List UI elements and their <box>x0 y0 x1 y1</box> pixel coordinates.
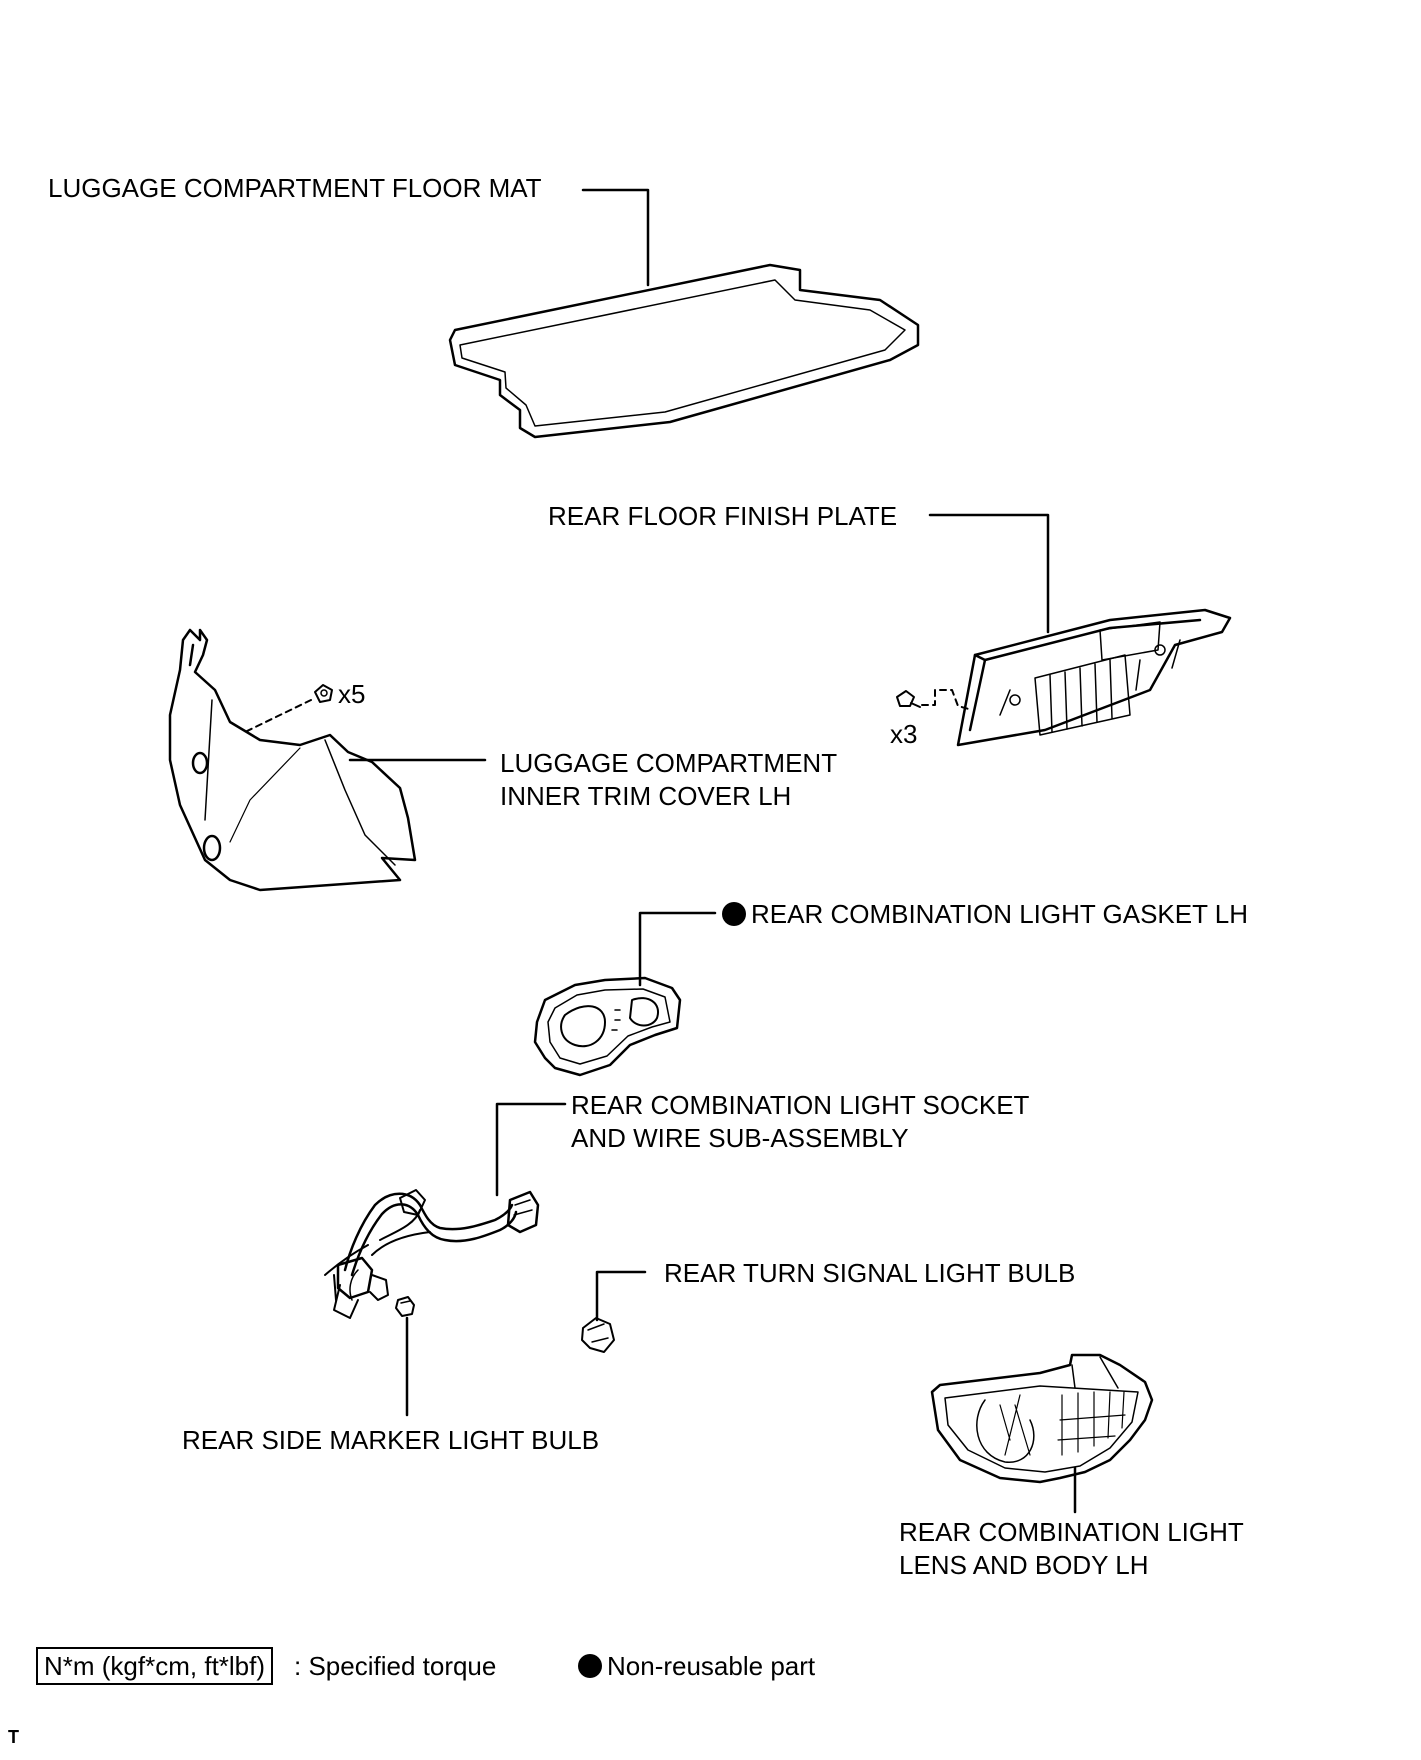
finish-plate-drawing <box>956 608 1232 747</box>
floor-mat-leader <box>581 188 650 287</box>
gasket-label-text: REAR COMBINATION LIGHT GASKET LH <box>751 899 1248 929</box>
socket-wire-label-line1: REAR COMBINATION LIGHT SOCKET <box>571 1090 1030 1120</box>
plate-clip-dash <box>921 689 973 711</box>
clip-icon <box>314 684 333 703</box>
socket-wire-leader <box>495 1102 567 1197</box>
gasket-label: REAR COMBINATION LIGHT GASKET LH <box>722 898 1248 931</box>
finish-plate-label: REAR FLOOR FINISH PLATE <box>548 501 898 531</box>
lens-body-label-line2: LENS AND BODY LH <box>899 1550 1149 1580</box>
non-reusable-dot-icon <box>722 902 746 926</box>
marker-bulb-drawing <box>395 1296 415 1317</box>
plate-clip-quantity: x3 <box>890 719 918 749</box>
marker-bulb-label: REAR SIDE MARKER LIGHT BULB <box>182 1425 600 1455</box>
trim-clip-quantity: x5 <box>338 679 366 709</box>
socket-wire-label-line2: AND WIRE SUB-ASSEMBLY <box>571 1123 909 1153</box>
clip-icon <box>896 690 921 708</box>
lens-body-label-line1: REAR COMBINATION LIGHT <box>899 1517 1244 1547</box>
gasket-drawing <box>533 976 682 1077</box>
gasket-leader <box>638 911 717 987</box>
torque-legend-text: : Specified torque <box>294 1651 497 1681</box>
floor-mat-drawing <box>448 263 920 439</box>
turn-bulb-drawing <box>581 1317 615 1353</box>
socket-wire-drawing <box>324 1189 540 1319</box>
lens-body-drawing <box>930 1353 1154 1484</box>
finish-plate-leader <box>928 513 1050 634</box>
trim-cover-label-line2: INNER TRIM COVER LH <box>500 781 792 811</box>
nonreusable-legend: Non-reusable part <box>578 1650 815 1683</box>
turn-bulb-label: REAR TURN SIGNAL LIGHT BULB <box>664 1258 1076 1288</box>
trim-cover-drawing <box>168 628 417 892</box>
turn-bulb-leader <box>595 1270 647 1322</box>
torque-legend-box: N*m (kgf*cm, ft*lbf) <box>36 1647 274 1685</box>
non-reusable-dot-icon <box>578 1654 602 1678</box>
trim-cover-label-line1: LUGGAGE COMPARTMENT <box>500 748 838 778</box>
floor-mat-label: LUGGAGE COMPARTMENT FLOOR MAT <box>48 173 542 203</box>
corner-mark: T <box>8 1727 19 1747</box>
nonreusable-legend-text: Non-reusable part <box>607 1651 816 1681</box>
trim-clip-dash <box>242 699 312 734</box>
